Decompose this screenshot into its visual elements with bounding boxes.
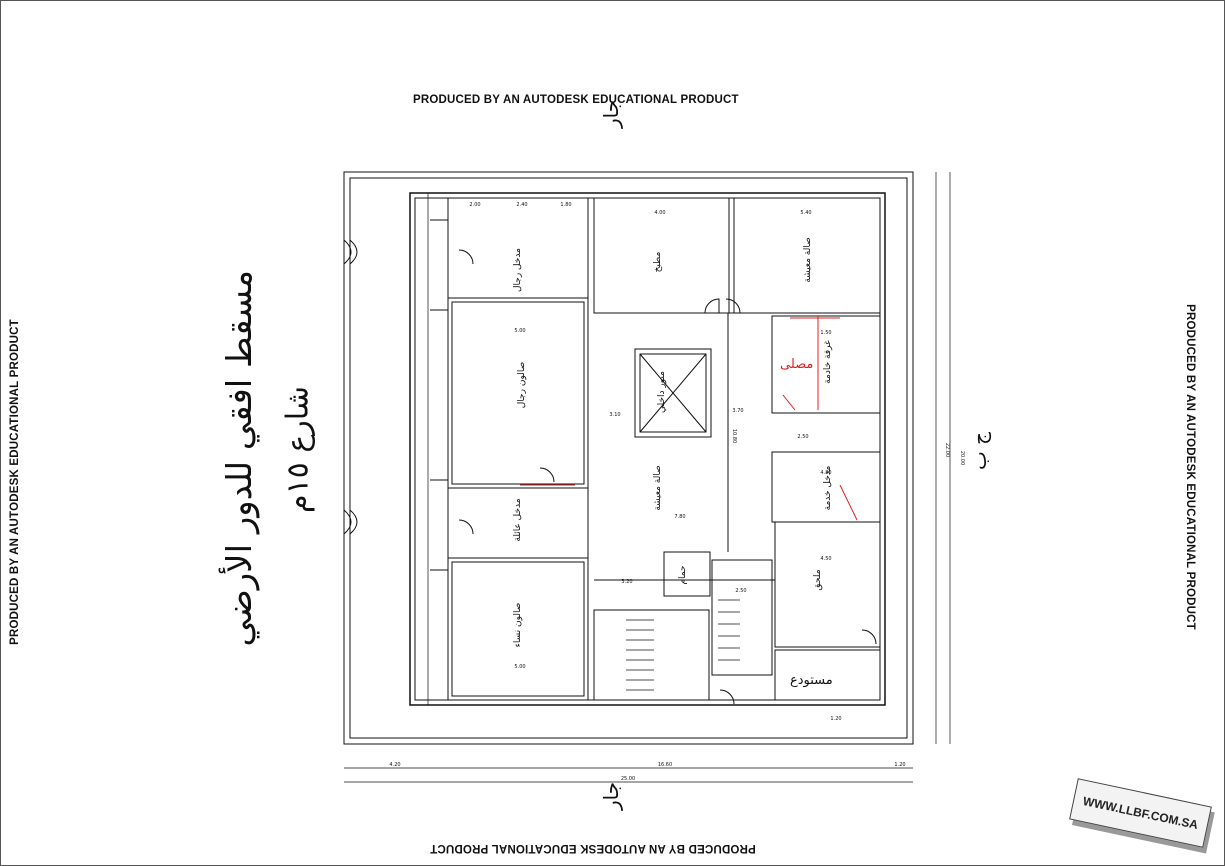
dim-d13: 10.80 — [731, 429, 737, 443]
dim-hall-w: 7.80 — [674, 514, 685, 520]
label-women-salon: صالون نساء — [513, 603, 523, 648]
dim-d2: 2.40 — [516, 202, 527, 208]
room-family-hall — [733, 197, 881, 314]
label-annex: ملحق — [813, 569, 823, 590]
dim-d12: 1.20 — [830, 716, 841, 722]
label-kitchen: مطبخ — [653, 251, 663, 272]
stair-left — [593, 609, 710, 701]
dim-d9: 3.70 — [732, 408, 743, 414]
site-boundary — [343, 171, 914, 745]
dim-salon-w: 5.00 — [514, 328, 525, 334]
dim-d3: 1.80 — [560, 202, 571, 208]
dim-inner-depth: 20.00 — [959, 451, 965, 465]
label-men-salon: صالون رجال — [517, 362, 527, 408]
dim-room-b: 5.40 — [800, 210, 811, 216]
gate-left-top — [343, 239, 358, 265]
neighbor-top: جار — [599, 100, 623, 129]
room-women-salon — [447, 557, 589, 701]
dim-d1: 2.00 — [469, 202, 480, 208]
dim-d7: 4.80 — [820, 470, 831, 476]
label-family-hall: صالة معيشة — [803, 237, 813, 283]
building-outline — [409, 192, 886, 706]
dim-room-a: 4.00 — [654, 210, 665, 216]
gate-left-bottom — [343, 509, 358, 535]
dim-overall-width: 25.00 — [621, 776, 635, 782]
label-women-entry: مدخل عائلة — [513, 498, 523, 541]
room-women-salon-inner — [451, 561, 585, 697]
dim-salon-w-2: 5.00 — [514, 664, 525, 670]
wc — [663, 551, 711, 597]
label-men-entry: مدخل رجال — [513, 248, 523, 292]
stair-right — [711, 559, 773, 676]
label-internal-court: منور داخلي — [657, 371, 667, 413]
label-wc: حمام — [678, 565, 688, 584]
dim-d4: 3.10 — [609, 412, 620, 418]
room-store — [774, 649, 881, 701]
watermark-top: PRODUCED BY AN AUTODESK EDUCATIONAL PROD… — [413, 94, 739, 106]
dim-d6: 2.50 — [735, 588, 746, 594]
neighbor-bottom: جار — [599, 782, 623, 811]
neighbor-right: ج ب — [967, 432, 991, 470]
dim-d8: 1.50 — [820, 330, 831, 336]
label-maid-room: غرفة خادمة — [823, 340, 833, 384]
dim-left-setback: 4.20 — [389, 762, 400, 768]
label-maid-entry: مدخل خدمة — [823, 465, 833, 510]
dim-d10: 4.50 — [820, 556, 831, 562]
dim-overall-depth: 22.00 — [944, 443, 950, 457]
label-store: مستودع — [790, 673, 833, 688]
dim-d11: 2.50 — [797, 434, 808, 440]
internal-court-inner — [639, 353, 707, 433]
room-annex — [774, 521, 881, 648]
site-boundary-inner — [349, 177, 908, 739]
dim-d5: 3.20 — [621, 579, 632, 585]
label-main-hall: صالة معيشة — [653, 465, 663, 511]
dim-middle-span: 16.60 — [658, 762, 672, 768]
internal-court — [634, 348, 712, 438]
room-men-salon-inner — [451, 301, 585, 485]
room-maid — [771, 315, 881, 414]
dim-right-setback: 1.20 — [894, 762, 905, 768]
door-arc — [704, 298, 720, 314]
label-prayer-room: مصلى — [780, 357, 813, 372]
